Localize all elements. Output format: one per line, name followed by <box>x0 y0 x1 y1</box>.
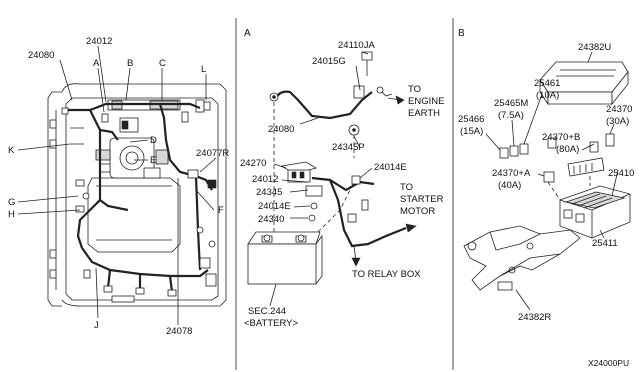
label-B: B <box>127 58 133 69</box>
label-D: D <box>150 135 157 146</box>
label-24080: 24080 <box>28 50 54 61</box>
label-E: E <box>150 155 156 166</box>
label-24077R: 24077R <box>196 148 229 159</box>
label-24110JA: 24110JA <box>338 40 375 51</box>
svg-text:EARTH: EARTH <box>408 108 440 119</box>
svg-text:(40A): (40A) <box>498 180 521 191</box>
label-24015G: 24015G <box>312 56 346 67</box>
section-b-drawing <box>463 51 631 311</box>
engine-bay-view <box>47 83 227 307</box>
label-24014E-bot: 24014E <box>258 201 291 212</box>
label-H: H <box>8 209 15 220</box>
label-relay-box: TO RELAY BOX <box>352 269 421 280</box>
svg-text:24370+B: 24370+B <box>542 132 580 143</box>
svg-text:25461: 25461 <box>534 78 560 89</box>
label-C: C <box>159 58 166 69</box>
svg-text:TO: TO <box>400 182 413 193</box>
label-24012: 24012 <box>86 36 112 47</box>
section-a-letter: A <box>244 28 251 39</box>
label-24270: 24270 <box>240 158 266 169</box>
label-L: L <box>201 64 206 75</box>
label-starter-motor: TO STARTER MOTOR <box>400 182 444 217</box>
label-24340: 24340 <box>258 214 284 225</box>
label-F: F <box>218 205 224 216</box>
svg-text:(15A): (15A) <box>460 126 483 137</box>
label-24012-a: 24012 <box>252 174 278 185</box>
svg-text:25466: 25466 <box>458 114 484 125</box>
label-24382U: 24382U <box>578 42 611 53</box>
label-battery: SEC.244 <BATTERY> <box>244 306 298 329</box>
svg-text:24370: 24370 <box>606 104 632 115</box>
svg-text:(7.5A): (7.5A) <box>498 110 524 121</box>
label-24080-a: 24080 <box>268 124 294 135</box>
main-leader-lines <box>17 45 217 325</box>
label-25465M: 25465M (7.5A) <box>494 98 528 121</box>
svg-text:(30A): (30A) <box>606 116 629 127</box>
label-J: J <box>94 320 99 331</box>
section-b-letter: B <box>458 28 465 39</box>
svg-text:TO: TO <box>408 84 421 95</box>
label-engine-earth: TO ENGINE EARTH <box>408 84 444 119</box>
section-a-drawing <box>247 51 417 307</box>
svg-text:<BATTERY>: <BATTERY> <box>244 318 298 329</box>
label-24370: 24370 (30A) <box>606 104 632 127</box>
label-25411: 25411 <box>592 238 618 249</box>
label-K: K <box>8 145 15 156</box>
svg-text:SEC.244: SEC.244 <box>248 306 286 317</box>
label-25410: 25410 <box>608 168 634 179</box>
svg-text:STARTER: STARTER <box>400 194 444 205</box>
svg-text:MOTOR: MOTOR <box>400 206 435 217</box>
label-24370-A: 24370+A (40A) <box>492 168 531 191</box>
label-24382R: 24382R <box>518 312 551 323</box>
label-25461: 25461 (10A) <box>534 78 560 101</box>
svg-text:ENGINE: ENGINE <box>408 96 444 107</box>
label-24370-B: 24370+B (80A) <box>542 132 580 155</box>
svg-text:(80A): (80A) <box>556 144 579 155</box>
label-24345: 24345 <box>256 187 282 198</box>
label-24014E-top: 24014E <box>374 162 407 173</box>
svg-text:(10A): (10A) <box>536 90 559 101</box>
svg-text:24370+A: 24370+A <box>492 168 531 179</box>
label-G: G <box>8 197 15 208</box>
label-25466: 25466 (15A) <box>458 114 484 137</box>
label-24078: 24078 <box>166 326 192 337</box>
svg-text:25465M: 25465M <box>494 98 528 109</box>
label-A: A <box>93 58 100 69</box>
label-24345P: 24345P <box>332 142 365 153</box>
diagram-code: X24000PU <box>588 358 629 368</box>
